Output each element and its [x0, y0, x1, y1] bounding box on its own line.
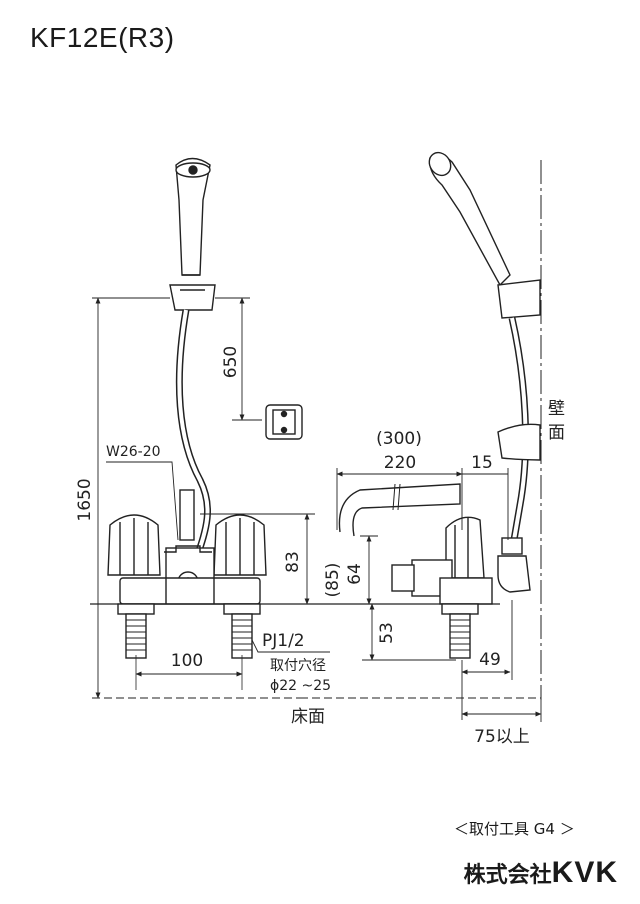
dim-53: 53: [377, 622, 397, 644]
shower-holder-side: [497, 279, 541, 319]
manufacturer: 株式会社KVK: [464, 856, 618, 890]
dim-300: (300): [376, 429, 422, 449]
dim-75: 75以上: [474, 727, 530, 747]
dim-64: 64: [345, 563, 365, 585]
hole-diameter: ϕ22 ~25: [270, 678, 331, 694]
dim-1650: 1650: [75, 478, 95, 521]
hole-label: 取付穴径: [270, 658, 326, 674]
spout-side: [338, 483, 461, 537]
dim-49: 49: [479, 650, 501, 670]
dim-83: 83: [283, 551, 303, 573]
wall-label-1: 壁: [548, 399, 565, 419]
side-view: [300, 151, 544, 700]
dim-pj: PJ1/2: [262, 631, 305, 651]
dim-650: 650: [221, 346, 241, 378]
install-tool-note: ＜取付工具 G4 ＞: [454, 820, 575, 838]
dim-w26-20: W26-20: [106, 444, 161, 460]
dim-15: 15: [471, 453, 493, 473]
dim-85: (85): [323, 563, 343, 598]
wall-label-2: 面: [548, 423, 565, 443]
manufacturer-logo: KVK: [551, 856, 618, 889]
side-dimensions: [336, 468, 542, 722]
drawing-title: KF12E(R3): [30, 22, 175, 53]
shower-holder-front: [169, 284, 216, 311]
front-dimensions: [92, 297, 330, 699]
dimension-labels: 1650 650 W26-20 83 100 PJ1/2 取付穴径 ϕ22 ~2…: [75, 346, 565, 747]
manufacturer-jp: 株式会社: [463, 863, 552, 888]
floor-label: 床面: [291, 707, 325, 727]
dim-220: 220: [384, 453, 416, 473]
dim-100: 100: [171, 651, 203, 671]
front-view: [90, 157, 303, 690]
